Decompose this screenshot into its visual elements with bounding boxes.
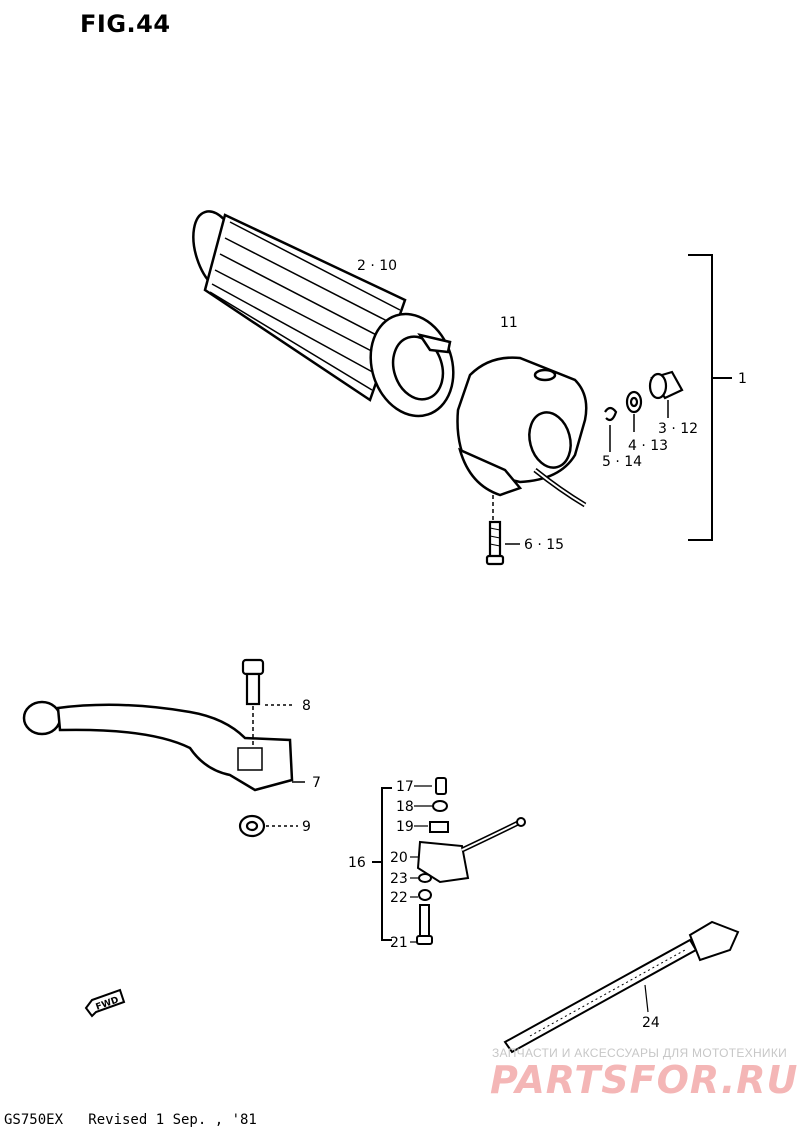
brake-switch-assembly: [372, 777, 526, 945]
callout-11: 11: [500, 315, 518, 331]
callout-7: 7: [312, 775, 321, 791]
callout-17: 17: [396, 779, 414, 795]
footer-revision: GS750EX Revised 1 Sep. , '81: [4, 1112, 257, 1128]
handlebar-grip: [192, 210, 455, 418]
callout-5-14: 5 · 14: [602, 454, 642, 470]
adjuster-parts: [604, 370, 684, 452]
callout-20: 20: [390, 850, 408, 866]
callout-22: 22: [390, 890, 408, 906]
callout-2-10: 2 · 10: [357, 258, 397, 274]
callout-21: 21: [390, 935, 408, 951]
figure-title: FIG.44: [80, 10, 171, 38]
callout-16: 16: [348, 855, 366, 871]
screw-6-15: [485, 495, 520, 566]
callout-6-15: 6 · 15: [524, 537, 564, 553]
callout-19: 19: [396, 819, 414, 835]
callout-4-13: 4 · 13: [628, 438, 668, 454]
cable-tie-24: [503, 920, 740, 1054]
brake-lever: [22, 700, 305, 792]
assembly-bracket-1: [688, 254, 732, 541]
watermark-tagline: ЗАПЧАСТИ И АКСЕССУАРЫ ДЛЯ МОТОТЕХНИКИ: [492, 1046, 788, 1060]
callout-3-12: 3 · 12: [658, 421, 698, 437]
watermark-logo: PARTSFOR.RU: [490, 1058, 799, 1102]
callout-23: 23: [390, 871, 408, 887]
callout-8: 8: [302, 698, 311, 714]
callout-18: 18: [396, 799, 414, 815]
throttle-housing: [456, 356, 588, 508]
forward-arrow: [84, 988, 126, 1018]
nut-9: [238, 814, 298, 838]
callout-24: 24: [642, 1015, 660, 1031]
callout-1: 1: [738, 371, 747, 387]
pivot-bolt-8: [241, 658, 295, 745]
callout-9: 9: [302, 819, 311, 835]
